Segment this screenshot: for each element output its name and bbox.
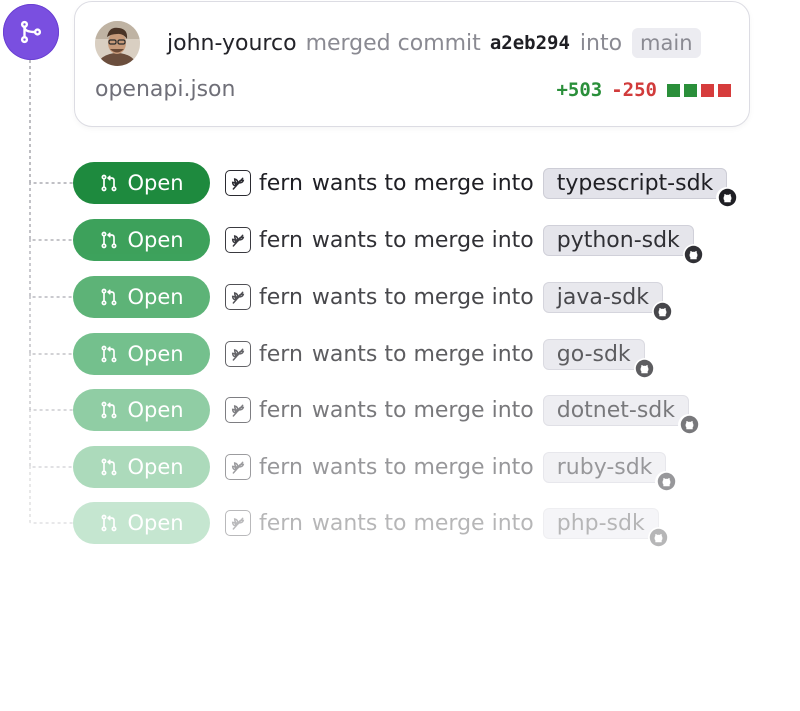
pull-request-icon [101,458,117,476]
commit-action: merged commit [305,30,481,56]
branch-badge[interactable]: dotnet-sdk [542,394,700,436]
pull-request-icon [101,231,117,249]
github-icon [682,243,705,266]
branch-name: python-sdk [556,227,680,253]
pr-author[interactable]: fern [259,170,303,196]
fern-logo-icon [225,397,251,423]
branch-badge[interactable]: typescript-sdk [542,167,739,209]
branch-name: go-sdk [556,341,631,367]
deletions-count: -250 [611,79,657,101]
fern-logo-icon [225,170,251,196]
branch-badge[interactable]: go-sdk [542,338,656,380]
open-status-badge[interactable]: Open [73,502,210,544]
branch-name: php-sdk [556,510,645,536]
commit-card: john-yourco merged commit a2eb294 into m… [74,1,750,127]
commit-into: into [579,30,623,56]
diff-stat: +503 -250 [556,79,731,101]
fern-logo-icon [225,510,251,536]
target-branch-badge[interactable]: main [632,28,701,58]
status-label: Open [127,342,184,366]
changed-file[interactable]: openapi.json [95,77,236,102]
github-icon [633,357,656,380]
fern-logo-icon [225,454,251,480]
additions-count: +503 [556,79,603,101]
status-label: Open [127,285,184,309]
branch-name: dotnet-sdk [556,397,675,423]
pr-description: wants to merge into [311,510,534,536]
open-status-badge[interactable]: Open [73,162,210,204]
pull-request-row[interactable]: Open fern wants to merge into go-sdk [73,333,656,380]
fern-logo-icon [225,227,251,253]
pull-request-row[interactable]: Open fern wants to merge into python-sdk [73,219,705,266]
fern-logo-icon [225,284,251,310]
pr-description: wants to merge into [311,170,534,196]
pr-description: wants to merge into [311,227,534,253]
pr-description: wants to merge into [311,397,534,423]
pull-request-row[interactable]: Open fern wants to merge into php-sdk [73,502,670,549]
pull-request-icon [101,345,117,363]
commit-sha[interactable]: a2eb294 [489,32,570,54]
pr-author[interactable]: fern [259,397,303,423]
github-icon [716,186,739,209]
pr-description: wants to merge into [311,454,534,480]
open-status-badge[interactable]: Open [73,219,210,261]
diff-block-removed [701,83,714,97]
github-icon [655,470,678,493]
branch-badge[interactable]: python-sdk [542,224,705,266]
status-label: Open [127,511,184,535]
status-label: Open [127,455,184,479]
commit-author[interactable]: john-yourco [167,30,297,56]
branch-badge[interactable]: php-sdk [542,507,670,549]
branch-name: ruby-sdk [556,454,653,480]
fern-logo-icon [225,341,251,367]
pull-request-row[interactable]: Open fern wants to merge into typescript… [73,162,739,209]
branch-name: typescript-sdk [556,170,714,196]
open-status-badge[interactable]: Open [73,333,210,375]
merge-icon [3,4,59,60]
open-status-badge[interactable]: Open [73,389,210,431]
pull-request-icon [101,174,117,192]
pr-author[interactable]: fern [259,341,303,367]
avatar [95,21,140,66]
branch-badge[interactable]: ruby-sdk [542,451,678,493]
pr-author[interactable]: fern [259,284,303,310]
github-icon [678,413,700,436]
status-label: Open [127,171,184,195]
pull-request-icon [101,401,117,419]
open-status-badge[interactable]: Open [73,446,210,488]
status-label: Open [127,398,184,422]
open-status-badge[interactable]: Open [73,276,210,318]
pull-request-row[interactable]: Open fern wants to merge into ruby-sdk [73,446,678,493]
pr-description: wants to merge into [311,284,534,310]
diff-block-removed [718,83,731,97]
pull-request-icon [101,288,117,306]
diff-block-added [667,83,680,97]
pr-description: wants to merge into [311,341,534,367]
pull-request-icon [101,514,117,532]
branch-name: java-sdk [556,284,649,310]
github-icon [651,300,674,323]
commit-summary: john-yourco merged commit a2eb294 into m… [167,28,701,58]
status-label: Open [127,228,184,252]
pr-author[interactable]: fern [259,227,303,253]
pull-request-row[interactable]: Open fern wants to merge into dotnet-sdk [73,389,700,436]
branch-badge[interactable]: java-sdk [542,281,674,323]
pr-author[interactable]: fern [259,510,303,536]
pull-request-row[interactable]: Open fern wants to merge into java-sdk [73,276,674,323]
github-icon [647,526,670,549]
diff-block-added [684,83,697,97]
pr-author[interactable]: fern [259,454,303,480]
